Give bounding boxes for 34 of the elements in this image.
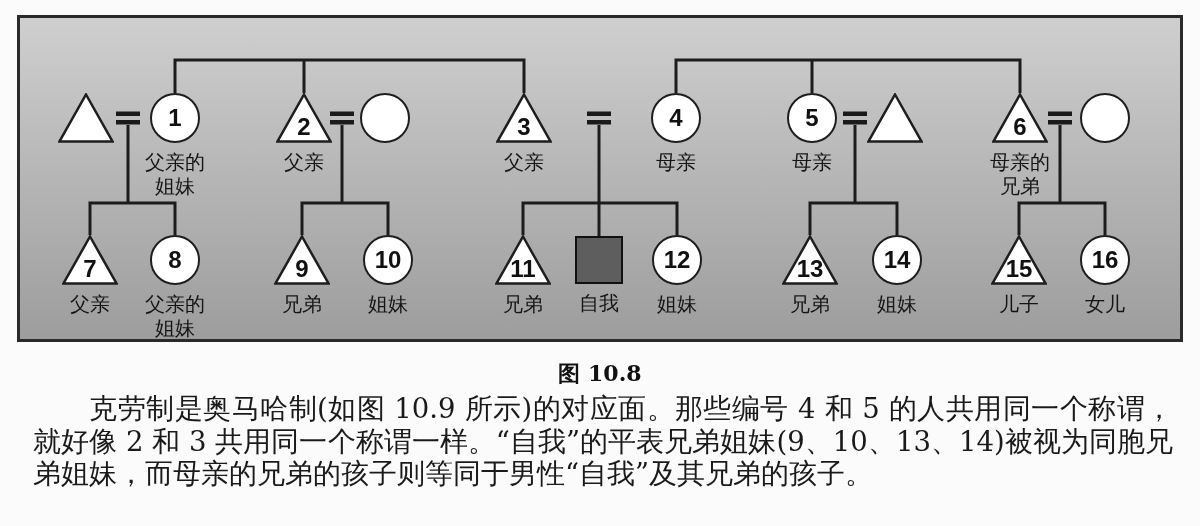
kin-term-label: 父亲的姐妹 [144,150,206,198]
kin-term-label: 母亲的兄弟 [989,150,1051,198]
kin-term-label: 姐妹 [877,292,917,316]
descent-line [1016,123,1108,237]
kin-term-label: 父亲的姐妹 [144,292,206,340]
triangle-symbol: 11 [495,235,551,285]
kin-term-label: 儿子 [999,292,1039,316]
kin-term-label: 父亲 [504,150,544,174]
sibling-line [673,58,1023,95]
kin-term-label: 兄弟 [503,292,543,316]
kin-term-label: 姐妹 [657,292,697,316]
triangle-symbol: 3 [496,93,552,143]
triangle-symbol: 15 [991,235,1047,285]
triangle-symbol: 2 [276,93,332,143]
kin-term-label: 父亲 [70,292,110,316]
descent-line [299,123,391,237]
figure-caption: 图 10.8 [558,359,642,388]
kin-term-label: 母亲 [656,150,696,174]
triangle-symbol: 7 [62,235,118,285]
sibling-line [172,58,527,95]
triangle-symbol: 6 [992,93,1048,143]
kin-term-label: 女儿 [1085,292,1125,316]
triangle-symbol: 13 [782,235,838,285]
kin-term-label: 兄弟 [790,292,830,316]
body-paragraph: 克劳制是奥马哈制(如图 10.9 所示)的对应面。那些编号 4 和 5 的人共用同一个称谓，就好像 2 和 3 共用同一个称谓一样。“自我”的平表兄弟姐妹(9、10、13、14)被视为同胞兄弟姐妹，而母亲的兄弟的孩子则等同于男性“自我”及其兄弟的孩子。 [33,392,1173,490]
kin-term-label: 姐妹 [368,292,408,316]
kin-term-label: 母亲 [792,150,832,174]
kin-term-label: 兄弟 [282,292,322,316]
descent-line [87,123,178,237]
descent-line [520,123,680,238]
kin-term-label: 父亲 [284,150,324,174]
triangle-symbol: 9 [274,235,330,285]
kin-term-label: 自我 [579,291,619,315]
descent-line [807,123,900,237]
